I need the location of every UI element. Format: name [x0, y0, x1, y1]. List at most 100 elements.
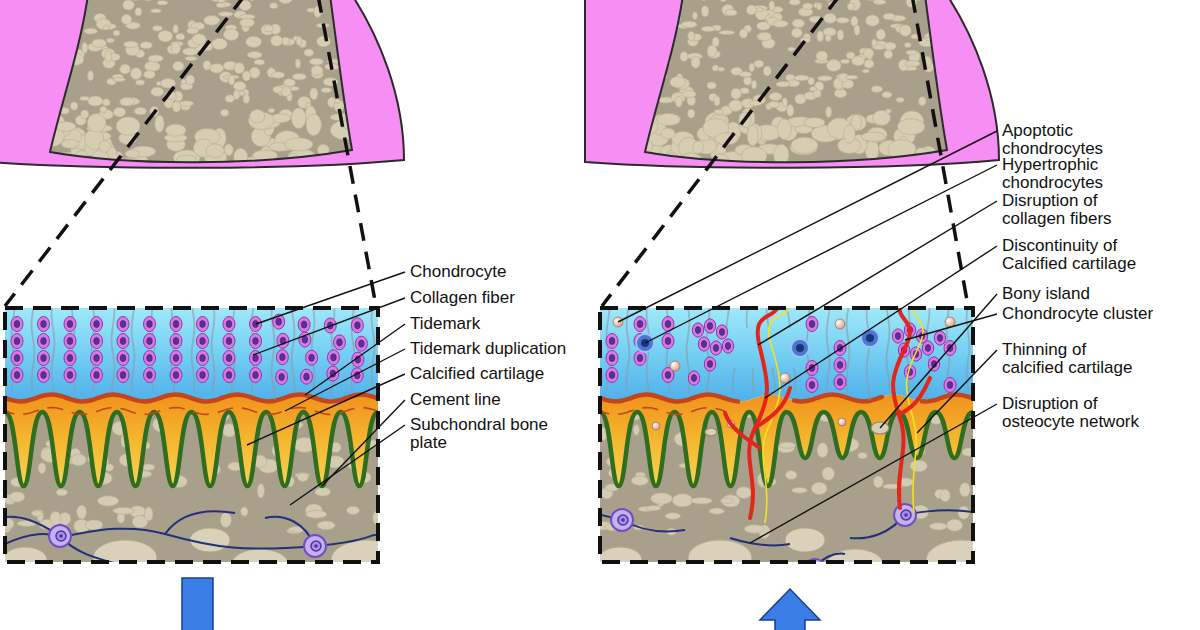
bone-pore: [646, 506, 661, 511]
chondrocyte: [197, 351, 209, 366]
chondrocyte-body: [11, 334, 23, 349]
bone-pore: [113, 107, 125, 117]
bone-pore: [271, 35, 283, 46]
chondrocyte: [333, 335, 345, 350]
bone-pore: [192, 34, 206, 45]
bone-pore: [42, 30, 56, 40]
chondrocyte-nucleus: [173, 320, 179, 327]
chondrocyte-body: [170, 368, 182, 383]
down-arrow: [182, 578, 213, 630]
bone-pore: [338, 22, 349, 29]
bone-pore: [54, 66, 63, 75]
bone-pore: [661, 128, 675, 139]
bone-pore: [825, 35, 831, 42]
bone-pore: [87, 114, 106, 132]
bone-pore: [934, 25, 944, 32]
chondrocyte-body: [698, 337, 709, 351]
osteocyte-body: [611, 509, 633, 531]
bone-pore: [273, 86, 283, 93]
bone-pore: [731, 88, 741, 99]
collagen-fiber: [291, 308, 294, 392]
bone-pore: [906, 50, 917, 55]
callout-label: Thinning of calcified cartilage: [1002, 341, 1142, 377]
bone-pore: [824, 13, 837, 23]
chondrocyte: [223, 368, 235, 383]
bone-pore: [224, 144, 233, 156]
callout-label: Discontinuity of Calcified cartilage: [1002, 237, 1147, 273]
bone-pore: [135, 8, 142, 16]
chondrocyte: [662, 334, 674, 349]
chondrocyte: [144, 317, 156, 332]
bone-pore: [872, 39, 877, 47]
callout-label: Apoptotic chondrocytes: [1002, 122, 1122, 158]
bone-pore: [92, 39, 107, 48]
bone-pore: [60, 0, 76, 4]
apoptotic-cell: [835, 319, 845, 329]
bone-pore: [756, 7, 763, 11]
osteocyte: [49, 525, 71, 547]
bone-pore: [780, 442, 796, 448]
osteocyte-process: [730, 538, 790, 546]
bone-pore: [291, 108, 306, 129]
chondrocyte-nucleus: [837, 378, 843, 385]
chondrocyte-body: [704, 357, 715, 371]
bone-pore: [57, 54, 67, 61]
chondrocyte: [710, 341, 721, 355]
leader-line: [247, 374, 405, 445]
bone-pore: [897, 119, 924, 135]
bone-pore: [254, 59, 265, 65]
collagen-fiber: [627, 308, 630, 392]
bone-pore: [158, 30, 173, 41]
bone-pore: [692, 12, 697, 20]
chondrocyte: [306, 350, 318, 365]
chondrocyte-nucleus: [925, 345, 930, 352]
collagen-fiber: [794, 368, 796, 392]
chondrocyte: [250, 368, 262, 383]
chondrocyte-nucleus: [41, 371, 47, 378]
bone-pore: [233, 81, 246, 90]
chondrocyte-nucleus: [226, 354, 232, 361]
up-arrow: [760, 589, 820, 630]
chondrocyte-body: [606, 351, 618, 366]
bone-pore: [172, 101, 181, 112]
bone-pore: [81, 110, 89, 119]
bone-pore: [672, 494, 693, 507]
bone-pore: [653, 52, 664, 60]
bone-pore: [321, 88, 331, 93]
soft-tissue: [0, 0, 404, 168]
chondrocyte-nucleus: [226, 371, 232, 378]
bone-pore: [218, 0, 226, 3]
bone-pore: [789, 0, 800, 5]
bone-pore: [102, 99, 110, 106]
hypertrophic-chondrocyte: [791, 339, 809, 357]
bone-pore: [264, 25, 273, 32]
bone-pore: [804, 118, 825, 128]
collagen-fiber: [753, 368, 755, 392]
bone-pore: [247, 51, 262, 58]
chondrocyte-body: [606, 368, 618, 383]
bone-pore: [639, 109, 645, 120]
bone-pore: [844, 125, 856, 143]
bone-pore: [651, 493, 673, 504]
bone-pore: [905, 60, 920, 66]
chondrocyte: [276, 350, 288, 365]
bone-pore: [270, 3, 278, 9]
chondrocyte-nucleus: [67, 371, 73, 378]
bone-pore: [48, 72, 54, 78]
zoom-guide-line: [318, 0, 376, 306]
bone-pore: [55, 122, 75, 132]
bone-pore: [744, 525, 764, 533]
bone-pore: [699, 0, 710, 1]
chondrocyte-body: [11, 351, 23, 366]
chondrocyte-nucleus: [609, 371, 615, 378]
bone-pore: [309, 58, 323, 65]
bone-pore: [944, 109, 952, 118]
chondrocyte-body: [355, 336, 367, 351]
tidemark: [600, 395, 738, 402]
chondrocyte-body: [250, 317, 262, 332]
chondrocyte-body: [223, 317, 235, 332]
hypertrophic-nucleus: [796, 344, 804, 352]
bone-pore: [70, 102, 77, 110]
